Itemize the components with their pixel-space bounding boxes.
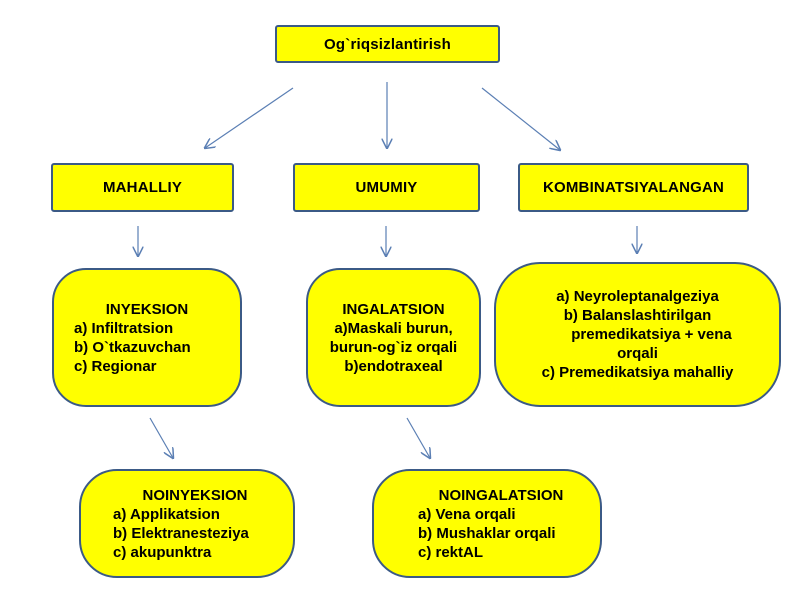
ingalatsion-line-3: b)endotraxeal xyxy=(344,357,443,375)
category-kombinatsiyalangan-label: KOMBINATSIYALANGAN xyxy=(542,179,725,196)
arrow-ingalatsion-to-noingalatsion xyxy=(406,417,430,458)
arrow-root-to-kombinatsiyalangan xyxy=(481,87,560,150)
noinyeksion-title: NOINYEKSION xyxy=(142,486,248,504)
category-umumiy: UMUMIY xyxy=(293,163,480,212)
ingalatsion-line-2: burun-og`iz orqali xyxy=(329,338,458,356)
root-label: Og`riqsizlantirish xyxy=(324,35,451,53)
noinyeksion-node: NOINYEKSION a) Applikatsion b) Elektrane… xyxy=(79,469,295,578)
arrow-inyeksion-to-noinyeksion xyxy=(149,417,173,458)
inyeksion-item-c: c) Regionar xyxy=(74,357,157,375)
noinyeksion-item-a: a) Applikatsion xyxy=(113,505,220,523)
inyeksion-item-a: a) Infiltratsion xyxy=(74,319,174,337)
noingalatsion-item-c: c) rektAL xyxy=(418,543,484,561)
category-kombinatsiyalangan: KOMBINATSIYALANGAN xyxy=(518,163,749,212)
noingalatsion-node: NOINGALATSION a) Vena orqali b) Mushakla… xyxy=(372,469,602,578)
kombinatsiya-line-5: c) Premedikatsiya mahalliy xyxy=(541,364,734,381)
kombinatsiya-methods-node: a) Neyroleptanalgeziya b) Balanslashtiri… xyxy=(494,262,781,407)
noingalatsion-item-b: b) Mushaklar orqali xyxy=(418,524,556,542)
arrow-root-to-mahalliy xyxy=(205,87,294,148)
root-node: Og`riqsizlantirish xyxy=(275,25,500,63)
kombinatsiya-line-3: premedikatsiya + vena xyxy=(571,326,732,343)
kombinatsiya-line-1: a) Neyroleptanalgeziya xyxy=(556,288,719,305)
noingalatsion-title: NOINGALATSION xyxy=(438,486,564,504)
inyeksion-title: INYEKSION xyxy=(105,300,189,318)
inyeksion-item-b: b) O`tkazuvchan xyxy=(74,338,191,356)
inyeksion-node: INYEKSION a) Infiltratsion b) O`tkazuvch… xyxy=(52,268,242,407)
noinyeksion-item-b: b) Elektranesteziya xyxy=(113,524,249,542)
category-mahalliy-label: MAHALLIY xyxy=(102,179,183,196)
ingalatsion-node: INGALATSION a)Maskali burun, burun-og`iz… xyxy=(306,268,481,407)
ingalatsion-title: INGALATSION xyxy=(342,300,445,318)
noingalatsion-item-a: a) Vena orqali xyxy=(418,505,516,523)
category-umumiy-label: UMUMIY xyxy=(355,179,418,196)
ingalatsion-line-1: a)Maskali burun, xyxy=(334,319,453,337)
noinyeksion-item-c: c) akupunktra xyxy=(113,543,212,561)
kombinatsiya-line-2: b) Balanslashtirilgan xyxy=(563,307,712,324)
category-mahalliy: MAHALLIY xyxy=(51,163,234,212)
kombinatsiya-line-4: orqali xyxy=(617,345,658,362)
